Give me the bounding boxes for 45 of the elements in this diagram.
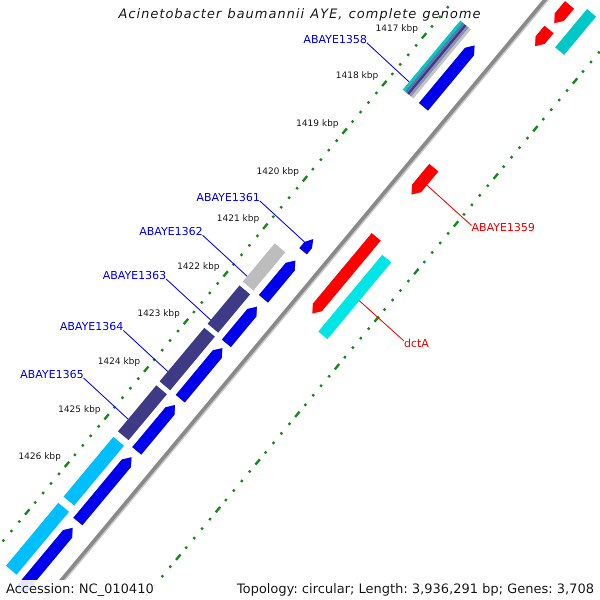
- gene-feature-bar: [318, 254, 392, 340]
- tick-label: 1421 kbp: [216, 215, 260, 226]
- leader-line: [426, 184, 472, 226]
- gene-feature-bar: [418, 45, 475, 111]
- gene-feature-bar: [160, 328, 215, 390]
- gene-feature-bar: [208, 285, 250, 333]
- gene-label: ABAYE1363: [102, 270, 166, 282]
- gene-label: ABAYE1359: [472, 222, 535, 235]
- leader-line: [358, 300, 404, 342]
- tick-label: 1422 kbp: [177, 262, 220, 273]
- tick-label: 1426 kbp: [18, 453, 61, 464]
- gene-feature-bar: [132, 404, 176, 455]
- diagram-title: Acinetobacter baumannii AYE, complete genome: [118, 8, 482, 22]
- gene-label: dctA: [404, 338, 429, 350]
- gene-feature-bar: [258, 260, 296, 303]
- leader-line: [122, 330, 168, 372]
- tick-label: 1425 kbp: [58, 406, 100, 416]
- gene-feature-bar: [402, 20, 471, 99]
- tick-label: 1419 kbp: [296, 120, 338, 130]
- leader-line: [366, 42, 410, 82]
- gene-label: ABAYE1361: [196, 192, 260, 204]
- tick-label: 1423 kbp: [137, 310, 180, 320]
- gene-feature-bar: [176, 348, 222, 403]
- leader-line: [202, 234, 248, 277]
- gene-feature-bar: [73, 457, 132, 526]
- gene-feature-bar: [312, 233, 381, 314]
- tick-label: 1418 kbp: [336, 72, 378, 82]
- tick-label: 1420 kbp: [256, 168, 299, 178]
- gene-feature-bar: [64, 436, 124, 506]
- gene-feature-bar: [118, 385, 167, 440]
- gene-label: ABAYE1365: [20, 368, 84, 382]
- leader-line: [83, 378, 129, 420]
- gene-feature-bar: [412, 164, 438, 195]
- gene-label: ABAYE1358: [303, 34, 367, 46]
- gene-feature-bar: [222, 306, 257, 348]
- leader-line: [259, 200, 305, 242]
- leader-line: [166, 278, 212, 320]
- gene-feature-bar: [555, 9, 596, 55]
- tick-label: 1417 kbp: [376, 24, 418, 35]
- gene-feature-bar: [242, 243, 286, 291]
- tick-label: 1424 kbp: [98, 358, 140, 368]
- gene-label: ABAYE1362: [139, 226, 203, 238]
- gene-label: ABAYE1364: [60, 321, 124, 334]
- gene-feature-bar: [554, 1, 574, 24]
- gene-feature-bar: [6, 502, 70, 575]
